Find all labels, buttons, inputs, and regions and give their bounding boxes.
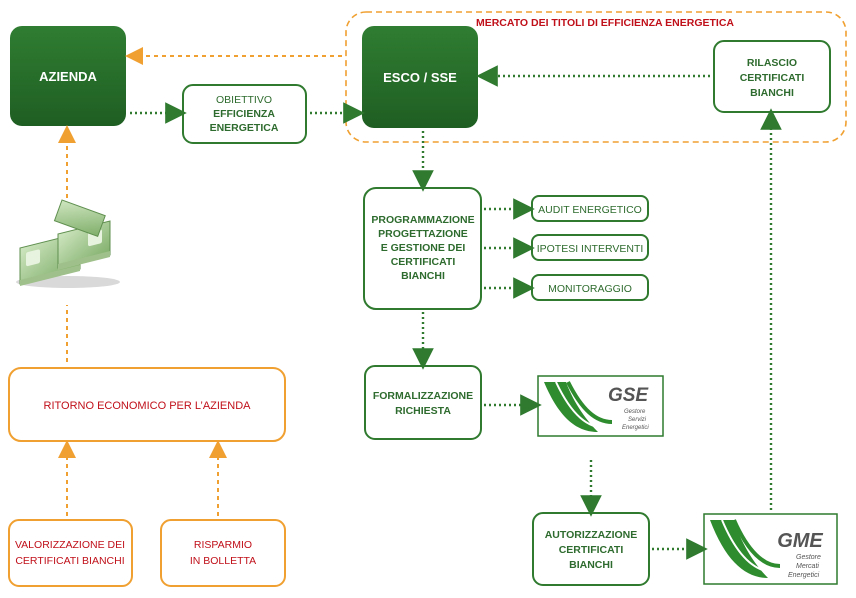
banknotes-image: 100 <box>16 199 120 288</box>
gme-sub-2: Mercati <box>796 563 819 570</box>
formalizzazione-box[interactable] <box>364 365 482 440</box>
risparmio-line-2: IN BOLLETTA <box>190 555 256 567</box>
formalizzazione-line-1: FORMALIZZAZIONE <box>373 390 473 402</box>
programmazione-line-2: PROGETTAZIONE <box>378 228 468 240</box>
programmazione-line-3: E GESTIONE DEI <box>381 242 466 254</box>
azienda-box[interactable] <box>10 26 126 126</box>
monitoraggio-label: MONITORAGGIO <box>548 283 632 295</box>
programmazione-line-4: CERTIFICATI <box>391 256 456 268</box>
rilascio-line-1: RILASCIO <box>747 57 797 69</box>
rilascio-line-2: CERTIFICATI <box>740 72 805 84</box>
valorizzazione-line-2: CERTIFICATI BIANCHI <box>15 555 124 567</box>
gse-name: GSE <box>608 385 649 406</box>
azienda-label: AZIENDA <box>39 69 97 84</box>
obiettivo-line-2: EFFICIENZA <box>213 108 275 120</box>
gse-sub-2: Servizi <box>628 417 647 423</box>
market-region <box>345 11 847 143</box>
programmazione-line-1: PROGRAMMAZIONE <box>371 214 474 226</box>
obiettivo-line-3: ENERGETICA <box>210 122 279 134</box>
risparmio-box[interactable] <box>160 519 286 587</box>
gme-name: GME <box>777 530 823 552</box>
market-title: MERCATO DEI TITOLI DI EFFICIENZA ENERGET… <box>476 17 734 29</box>
ritorno-label: RITORNO ECONOMICO PER L’AZIENDA <box>44 400 252 412</box>
gse-logo: GSE Gestore Servizi Energetici <box>537 375 664 437</box>
gse-sub-3: Energetici <box>622 425 649 431</box>
gse-sub-1: Gestore <box>624 409 646 415</box>
programmazione-line-5: BIANCHI <box>401 270 445 282</box>
valorizzazione-box[interactable] <box>8 519 133 587</box>
gme-sub-3: Energetici <box>788 572 820 579</box>
ipotesi-label: IPOTESI INTERVENTI <box>537 243 644 255</box>
esco-label: ESCO / SSE <box>383 70 457 85</box>
formalizzazione-line-2: RICHIESTA <box>395 405 451 417</box>
ritorno-box[interactable] <box>8 367 286 442</box>
risparmio-line-1: RISPARMIO <box>194 539 252 551</box>
obiettivo-line-1: OBIETTIVO <box>216 94 272 106</box>
gme-logo: GME Gestore Mercati Energetici <box>703 513 838 585</box>
autorizzazione-line-3: BIANCHI <box>569 559 613 571</box>
valorizzazione-line-1: VALORIZZAZIONE DEI <box>15 539 125 551</box>
esco-box[interactable] <box>362 26 478 128</box>
audit-label: AUDIT ENERGETICO <box>538 204 642 216</box>
autorizzazione-line-2: CERTIFICATI <box>559 544 624 556</box>
rilascio-line-3: BIANCHI <box>750 87 794 99</box>
autorizzazione-line-1: AUTORIZZAZIONE <box>545 529 638 541</box>
gme-sub-1: Gestore <box>796 554 821 561</box>
